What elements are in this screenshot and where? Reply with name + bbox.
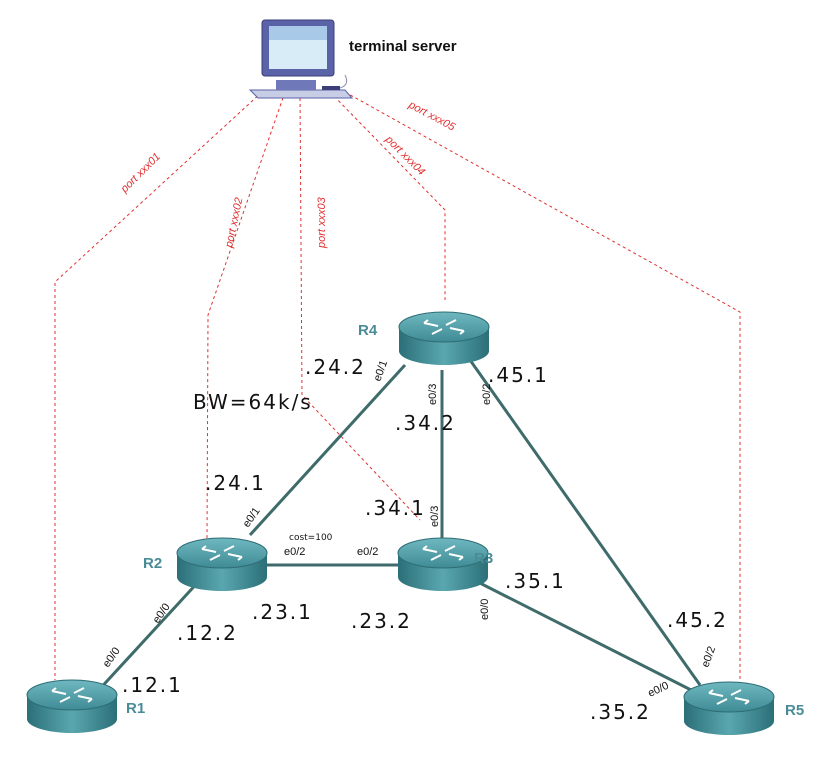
router-r4 <box>398 311 490 366</box>
iface-r4-e01: e0/1 <box>372 359 391 383</box>
terminal-server-label: terminal server <box>349 38 457 55</box>
iface-r4-e02: e0/2 <box>481 384 493 405</box>
iface-r5-e02: e0/2 <box>700 645 719 669</box>
console-line-r2 <box>206 91 286 541</box>
handwritten-ip-35-2: .35.2 <box>590 700 651 724</box>
terminal-server-icon <box>248 19 354 99</box>
router-r2 <box>175 536 269 593</box>
console-lines <box>54 91 741 680</box>
handwritten-ip-34-1: .34.1 <box>365 496 426 520</box>
handwritten-ip-24-1: .24.1 <box>205 471 266 495</box>
handwritten-ip-35-1: .35.1 <box>505 569 566 593</box>
handwritten-ip-34-2: .34.2 <box>395 411 456 435</box>
iface-r5-e00: e0/0 <box>646 680 670 700</box>
handwritten-ip-12-2: .12.2 <box>177 621 238 645</box>
console-port-label-r4: port xxx04 <box>382 133 427 178</box>
console-port-label-r3: port xxx03 <box>316 196 328 249</box>
router-label-r3: R3 <box>474 550 493 567</box>
router-r5 <box>683 681 775 736</box>
iface-r3-e03: e0/3 <box>429 506 441 527</box>
router-r1 <box>26 679 118 734</box>
console-port-label-r1: port xxx01 <box>118 151 163 196</box>
router-label-r2: R2 <box>143 555 162 572</box>
handwritten-ip-45-2: .45.2 <box>667 608 728 632</box>
link-r2-r4 <box>248 363 407 537</box>
handwritten-bw: BW=64k/s <box>193 390 313 414</box>
iface-r2-e02: e0/2 <box>284 546 305 558</box>
ethernet-links <box>83 359 702 707</box>
console-line-r1 <box>54 91 263 680</box>
handwritten-ip-23-2: .23.2 <box>351 609 412 633</box>
console-port-label-r2: port xxx02 <box>223 196 245 249</box>
iface-r4-e03: e0/3 <box>427 384 439 405</box>
console-port-label-r5: port xxx05 <box>406 99 458 134</box>
handwritten-ip-24-2: .24.2 <box>305 355 366 379</box>
handwritten-ip-23-1: .23.1 <box>252 600 313 624</box>
handwritten-ip-12-1: .12.1 <box>122 673 183 697</box>
router-label-r1: R1 <box>126 700 145 717</box>
link-r4-r5 <box>468 359 702 686</box>
console-line-r4 <box>329 91 446 300</box>
link-r3-r5 <box>469 576 696 694</box>
console-line-r5 <box>344 91 741 680</box>
iface-r3-e00: e0/0 <box>479 599 491 620</box>
handwritten-cost: cost=100 <box>289 533 333 543</box>
iface-r3-e02: e0/2 <box>357 546 378 558</box>
router-label-r4: R4 <box>358 322 378 339</box>
handwritten-ip-45-1: .45.1 <box>488 363 549 387</box>
router-label-r5: R5 <box>785 702 804 719</box>
